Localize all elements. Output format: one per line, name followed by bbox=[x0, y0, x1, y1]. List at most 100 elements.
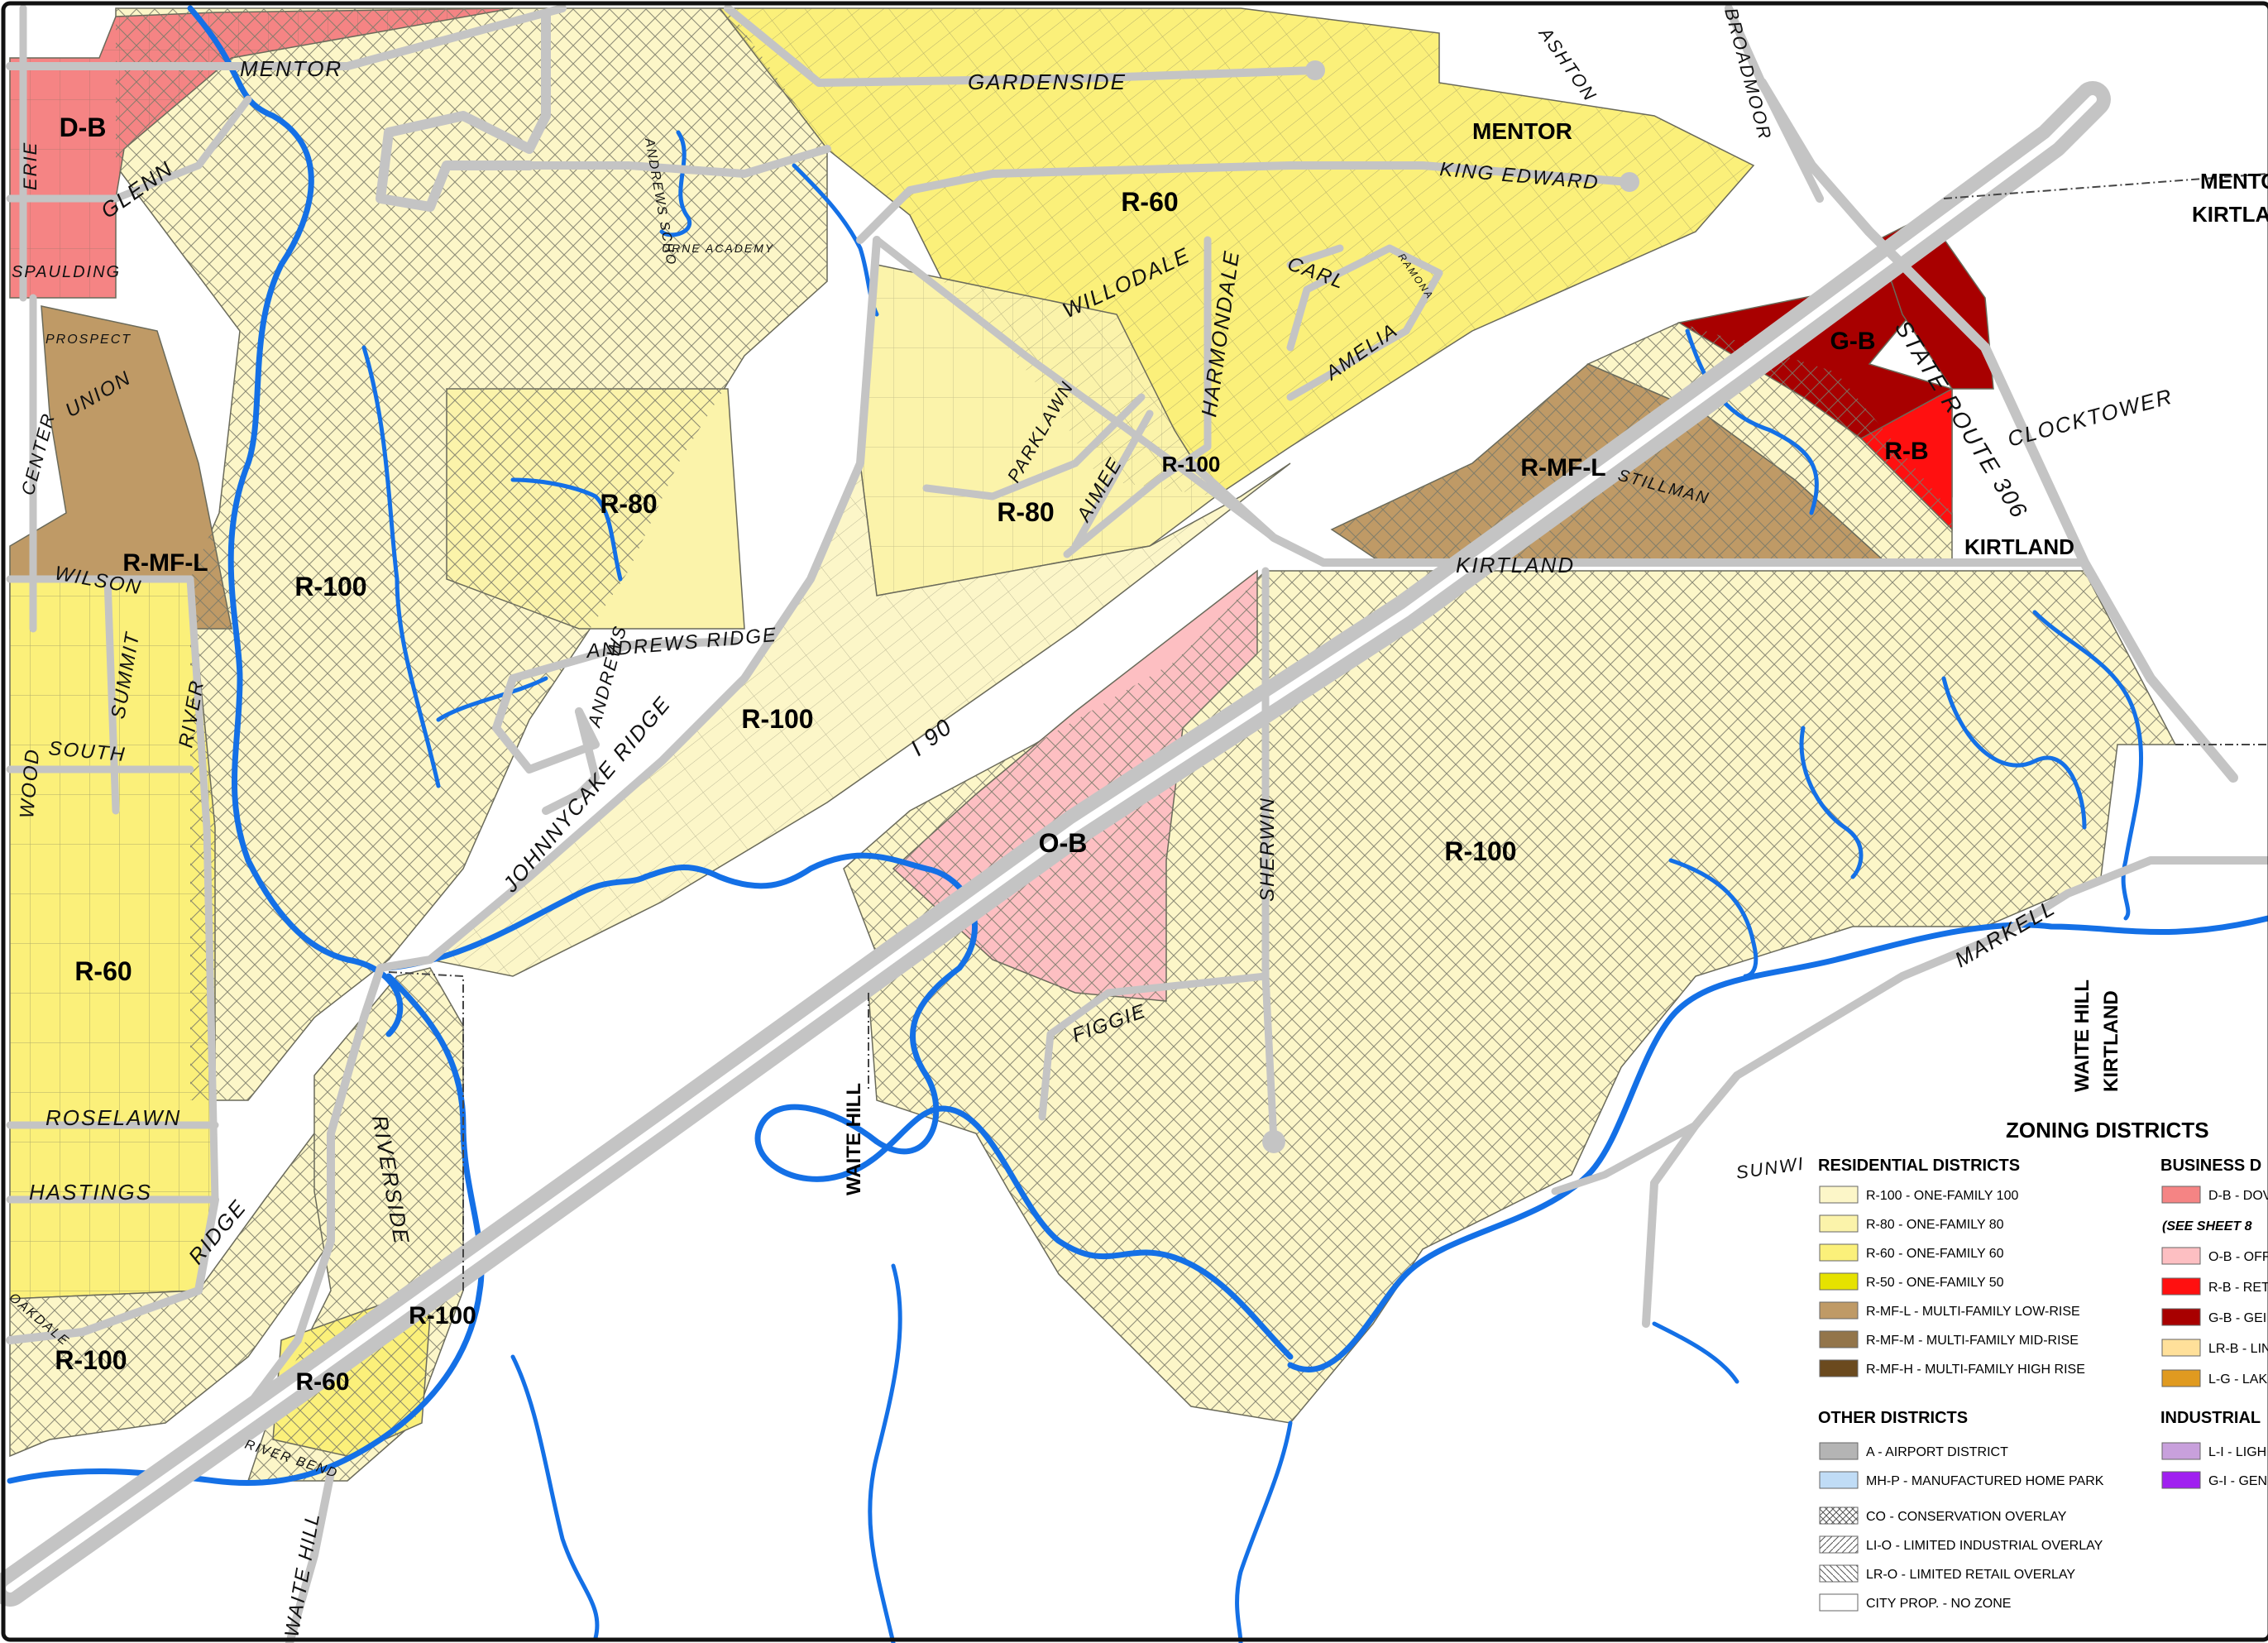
legend-item-label: G-B - GEI bbox=[2208, 1311, 2266, 1325]
legend-swatch bbox=[1819, 1214, 1859, 1233]
stream-north-a bbox=[659, 130, 691, 237]
hatch-east bbox=[844, 571, 2175, 1423]
stream-south-c bbox=[1235, 1420, 1293, 1643]
legend-swatch bbox=[1819, 1593, 1859, 1612]
zone-label-r80-mid: R-80 bbox=[997, 497, 1054, 527]
road-label-ashton: ASHTON bbox=[1534, 22, 1601, 106]
legend-item-label: R-60 - ONE-FAMILY 60 bbox=[1866, 1247, 2004, 1261]
legend-swatch bbox=[2161, 1247, 2201, 1265]
road-label-urne-academy: URNE ACADEMY bbox=[662, 242, 774, 255]
legend-swatch bbox=[1819, 1359, 1859, 1377]
zone-label-ob: O-B bbox=[1039, 828, 1088, 858]
cul-de-sac bbox=[1620, 172, 1639, 192]
stream-east-a bbox=[2032, 610, 2144, 921]
legend-title: ZONING DISTRICTS bbox=[2006, 1118, 2209, 1142]
road-label-mentor-w: MENTOR bbox=[240, 56, 342, 81]
road-label-spaulding: SPAULDING bbox=[12, 263, 121, 281]
zone-label-rmfl-west: R-MF-L bbox=[122, 549, 208, 577]
zone-label-r60-south: R-60 bbox=[295, 1368, 349, 1396]
stream-main-east bbox=[1287, 915, 2268, 1373]
zone-label-rmfl-east: R-MF-L bbox=[1520, 454, 1605, 481]
road-amelia bbox=[1286, 244, 1443, 401]
parcels-west bbox=[10, 579, 215, 1299]
road-label-prospect: PROSPECT bbox=[45, 333, 132, 347]
legend-item-label: R-B - RET bbox=[2208, 1281, 2268, 1295]
legend-item-label: R-100 - ONE-FAMILY 100 bbox=[1866, 1189, 2018, 1203]
legend-item-label: R-80 - ONE-FAMILY 80 bbox=[1866, 1218, 2004, 1232]
legend-item-label: CO - CONSERVATION OVERLAY bbox=[1866, 1510, 2067, 1524]
parcels-r80 bbox=[860, 265, 1216, 596]
zone-label-gb: G-B bbox=[1830, 328, 1876, 355]
legend-swatch bbox=[2161, 1442, 2201, 1460]
hatch-sw bbox=[10, 1133, 331, 1456]
road-ridge bbox=[6, 1195, 219, 1344]
road-i90-inner bbox=[6, 95, 2097, 1593]
road-label-mentor-ne: MENTOR bbox=[2200, 169, 2268, 194]
parcels-north bbox=[720, 8, 1754, 496]
road-parklawn bbox=[922, 393, 1146, 501]
zone-label-r100-west: R-100 bbox=[294, 572, 366, 601]
legend-item-label: D-B - DOV bbox=[2208, 1189, 2268, 1203]
legend-item-label: R-MF-H - MULTI-FAMILY HIGH RISE bbox=[1866, 1363, 2085, 1377]
parcels-db bbox=[10, 8, 513, 298]
road-label-sherwin: SHERWIN bbox=[1256, 797, 1279, 902]
legend-swatch bbox=[1819, 1330, 1859, 1348]
parcels-mid bbox=[430, 463, 1290, 976]
legend-swatch bbox=[1819, 1442, 1859, 1460]
legend-swatch bbox=[2161, 1308, 2201, 1326]
legend-swatch bbox=[1819, 1272, 1859, 1291]
legend: ZONING DISTRICTS RESIDENTIAL DISTRICTS R… bbox=[1803, 1109, 2268, 1638]
road-harmondale bbox=[1063, 236, 1212, 558]
zone-label-r100-jc: R-100 bbox=[741, 704, 813, 734]
road-river bbox=[186, 575, 219, 1204]
legend-item-label: LR-O - LIMITED RETAIL OVERLAY bbox=[1866, 1568, 2075, 1582]
legend-item-label: L-G - LAK bbox=[2208, 1372, 2267, 1387]
legend-item-label: G-I - GEN bbox=[2208, 1474, 2267, 1488]
road-broadmoor bbox=[1725, 4, 1824, 203]
road-andrews-school-2 bbox=[525, 145, 831, 178]
road-label-hastings: HASTINGS bbox=[29, 1180, 152, 1205]
legend-swatch bbox=[2161, 1369, 2201, 1387]
stream-south-a bbox=[510, 1354, 600, 1641]
stream-east-b bbox=[1941, 676, 2087, 830]
city-boundary bbox=[388, 173, 2268, 1291]
stream-south-b bbox=[868, 1263, 902, 1643]
legend-item-label: L-I - LIGH bbox=[2208, 1445, 2266, 1459]
legend-swatch bbox=[1819, 1506, 1859, 1525]
road-glenn bbox=[6, 95, 252, 203]
legend-business-head: BUSINESS D bbox=[2160, 1157, 2261, 1175]
stream-rmfl bbox=[1685, 328, 1819, 515]
road-label-kirtland-rd: KIRTLAND bbox=[1456, 553, 1575, 577]
zone-label-r60-north: R-60 bbox=[1121, 187, 1178, 217]
legend-swatch bbox=[2161, 1186, 2201, 1204]
legend-item-label: R-MF-M - MULTI-FAMILY MID-RISE bbox=[1866, 1334, 2079, 1348]
legend-item-label: LR-B - LIN bbox=[2208, 1342, 2268, 1356]
legend-swatch bbox=[1819, 1186, 1859, 1204]
zone-label-r100-east: R-100 bbox=[1444, 836, 1516, 866]
hatch-west-strip bbox=[248, 968, 463, 1481]
legend-item-label: MH-P - MANUFACTURED HOME PARK bbox=[1866, 1474, 2104, 1488]
legend-item-label: (SEE SHEET 8 bbox=[2162, 1219, 2252, 1233]
road-andrews-ridge-2 bbox=[542, 707, 600, 815]
road-label-waite-hill-c: WAITE HILL bbox=[843, 1083, 865, 1195]
road-riverside bbox=[244, 964, 385, 1411]
legend-swatch bbox=[2161, 1471, 2201, 1489]
zone-label-db: D-B bbox=[60, 113, 107, 142]
zone-label-r100-sw: R-100 bbox=[55, 1345, 127, 1375]
hatch-west bbox=[116, 8, 827, 1100]
road-aimee bbox=[1071, 410, 1154, 550]
road-johnnycake bbox=[376, 236, 881, 972]
legend-swatch bbox=[1819, 1471, 1859, 1489]
road-carl bbox=[1286, 244, 1344, 269]
zone-label-r100-mid: R-100 bbox=[1162, 452, 1221, 477]
stream-main-west bbox=[187, 5, 404, 1037]
road-markell bbox=[1642, 856, 2268, 1328]
road-mentor-west bbox=[6, 4, 567, 70]
road-label-erie: ERIE bbox=[20, 141, 41, 190]
legend-residential-head: RESIDENTIAL DISTRICTS bbox=[1818, 1157, 2020, 1175]
zone-label-r60-west: R-60 bbox=[74, 956, 132, 986]
legend-item-label: O-B - OFF bbox=[2208, 1250, 2268, 1264]
legend-other-head: OTHER DISTRICTS bbox=[1818, 1409, 1968, 1427]
road-label-gardenside: GARDENSIDE bbox=[968, 69, 1127, 94]
